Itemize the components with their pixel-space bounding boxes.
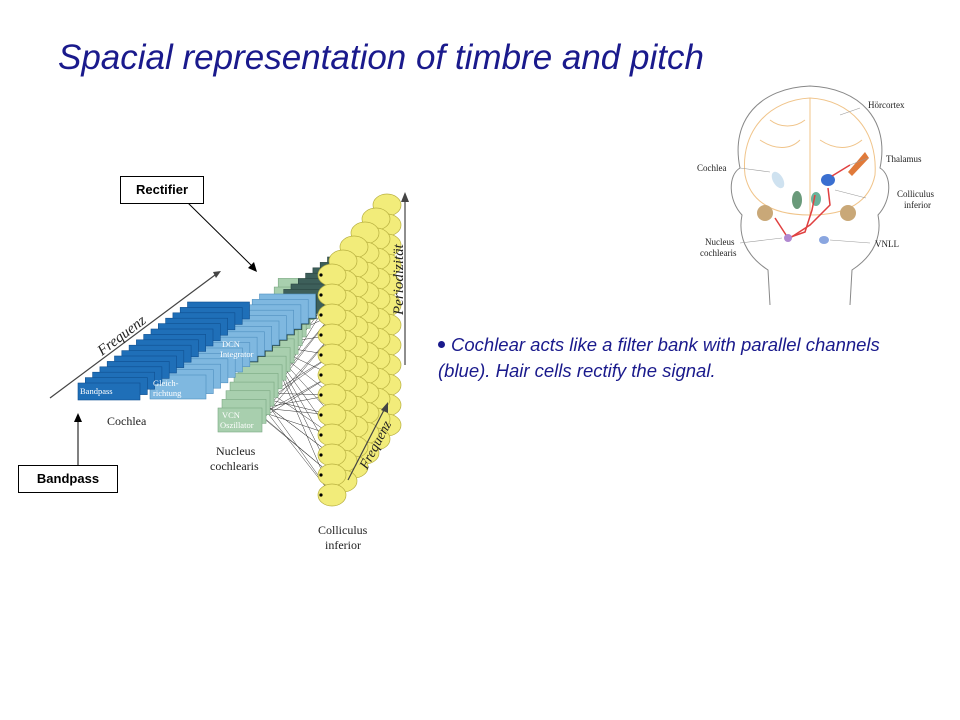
brain-cochlea-label: Cochlea [697, 163, 727, 173]
vnll-leader-line [829, 239, 871, 244]
bullet-dot [438, 340, 445, 348]
vcn-label-line1: VCN [222, 410, 240, 420]
colliculus-inferior-label-line2: inferior [325, 538, 361, 552]
colliculus-input-dot [319, 493, 323, 497]
brain-nucleus-label-line1: Nucleus [705, 237, 735, 247]
bandpass-callout-arrowhead [74, 413, 82, 422]
colliculus-inferior-label-line1: Colliculus [318, 523, 368, 537]
brain-colliculus-label-line2: inferior [904, 200, 931, 210]
cochlea-leader-line [739, 167, 771, 173]
rectifier-callout-arrowhead [248, 262, 257, 272]
gleichrichtung-label-line1: Gleich- [153, 378, 179, 388]
frequency-axis-line [49, 274, 216, 399]
thalamus-left [792, 191, 802, 209]
colliculus-input-dot [319, 313, 323, 317]
auditory-pathway-arrows [774, 164, 851, 239]
colliculus-unit [317, 483, 347, 507]
rectifier-callout-arrow [186, 201, 255, 269]
head-outline [730, 85, 890, 306]
hoercortex-leader-line [839, 107, 861, 116]
bullet-text: Cochlear acts like a filter bank with pa… [438, 334, 880, 381]
vcn-channel [217, 407, 263, 433]
gleichrichtung-label-line2: richtung [153, 388, 182, 398]
colliculus-input-dot [319, 273, 323, 277]
brain-nucleus-label-line2: cochlearis [700, 248, 737, 258]
colliculus-input-dot [319, 353, 323, 357]
nucleus-cochlearis-label-line1: Nucleus [216, 444, 256, 458]
thalamus-label: Thalamus [886, 154, 922, 164]
colliculus-input-dot [319, 293, 323, 297]
vnll-label: VNLL [875, 239, 899, 249]
bandpass-bank-label: Bandpass [80, 386, 113, 396]
hoercortex-label: Hörcortex [868, 100, 905, 110]
vcn-to-colliculus-line [261, 401, 333, 456]
colliculus-inferior-bank [317, 193, 402, 507]
colliculus-input-dot [319, 433, 323, 437]
cochlea-structure-left [771, 171, 785, 189]
bandpass-bank [77, 301, 250, 401]
colliculus-input-dot [319, 473, 323, 477]
colliculus-input-dot [319, 453, 323, 457]
slide-title: Spacial representation of timbre and pit… [58, 38, 704, 77]
right-ear-cochlea [840, 205, 856, 221]
bandpass-channel [77, 382, 141, 401]
dcn-label-line1: DCN [222, 339, 240, 349]
rectifier-callout: Rectifier [120, 176, 204, 204]
vnll-node [819, 236, 829, 244]
dcn-label-line2: Integrator [220, 349, 254, 359]
frequency-axis-arrowhead [213, 271, 221, 278]
nucleus-leader-line [739, 237, 783, 244]
bullet-point: Cochlear acts like a filter bank with pa… [438, 332, 928, 384]
colliculus-node [821, 174, 835, 186]
colliculus-input-dot [319, 393, 323, 397]
frequency-axis-lower-arrowhead [381, 402, 388, 413]
brain-colliculus-label-line1: Colliculus [897, 189, 934, 199]
thalamus-leader-line [849, 157, 869, 166]
bandpass-callout: Bandpass [18, 465, 118, 493]
colliculus-input-dot [319, 373, 323, 377]
periodicity-axis-arrowhead [401, 192, 409, 202]
left-ear-cochlea [757, 205, 773, 221]
frequency-axis-lower-line [347, 407, 386, 481]
cortex-projection-marker [848, 152, 869, 176]
brain-outline [743, 97, 876, 216]
nucleus-cochlearis-label-line2: cochlearis [210, 459, 259, 473]
rectifier-bank [149, 293, 316, 400]
vcn-label-line2: Oszillator [220, 420, 254, 430]
cochlea-label: Cochlea [107, 414, 147, 428]
colliculus-leader-line [834, 189, 867, 199]
colliculus-input-dot [319, 333, 323, 337]
periodicity-label: Periodizität [391, 243, 407, 316]
nucleus-cochlearis-node [784, 234, 792, 242]
colliculus-input-dot [319, 413, 323, 417]
